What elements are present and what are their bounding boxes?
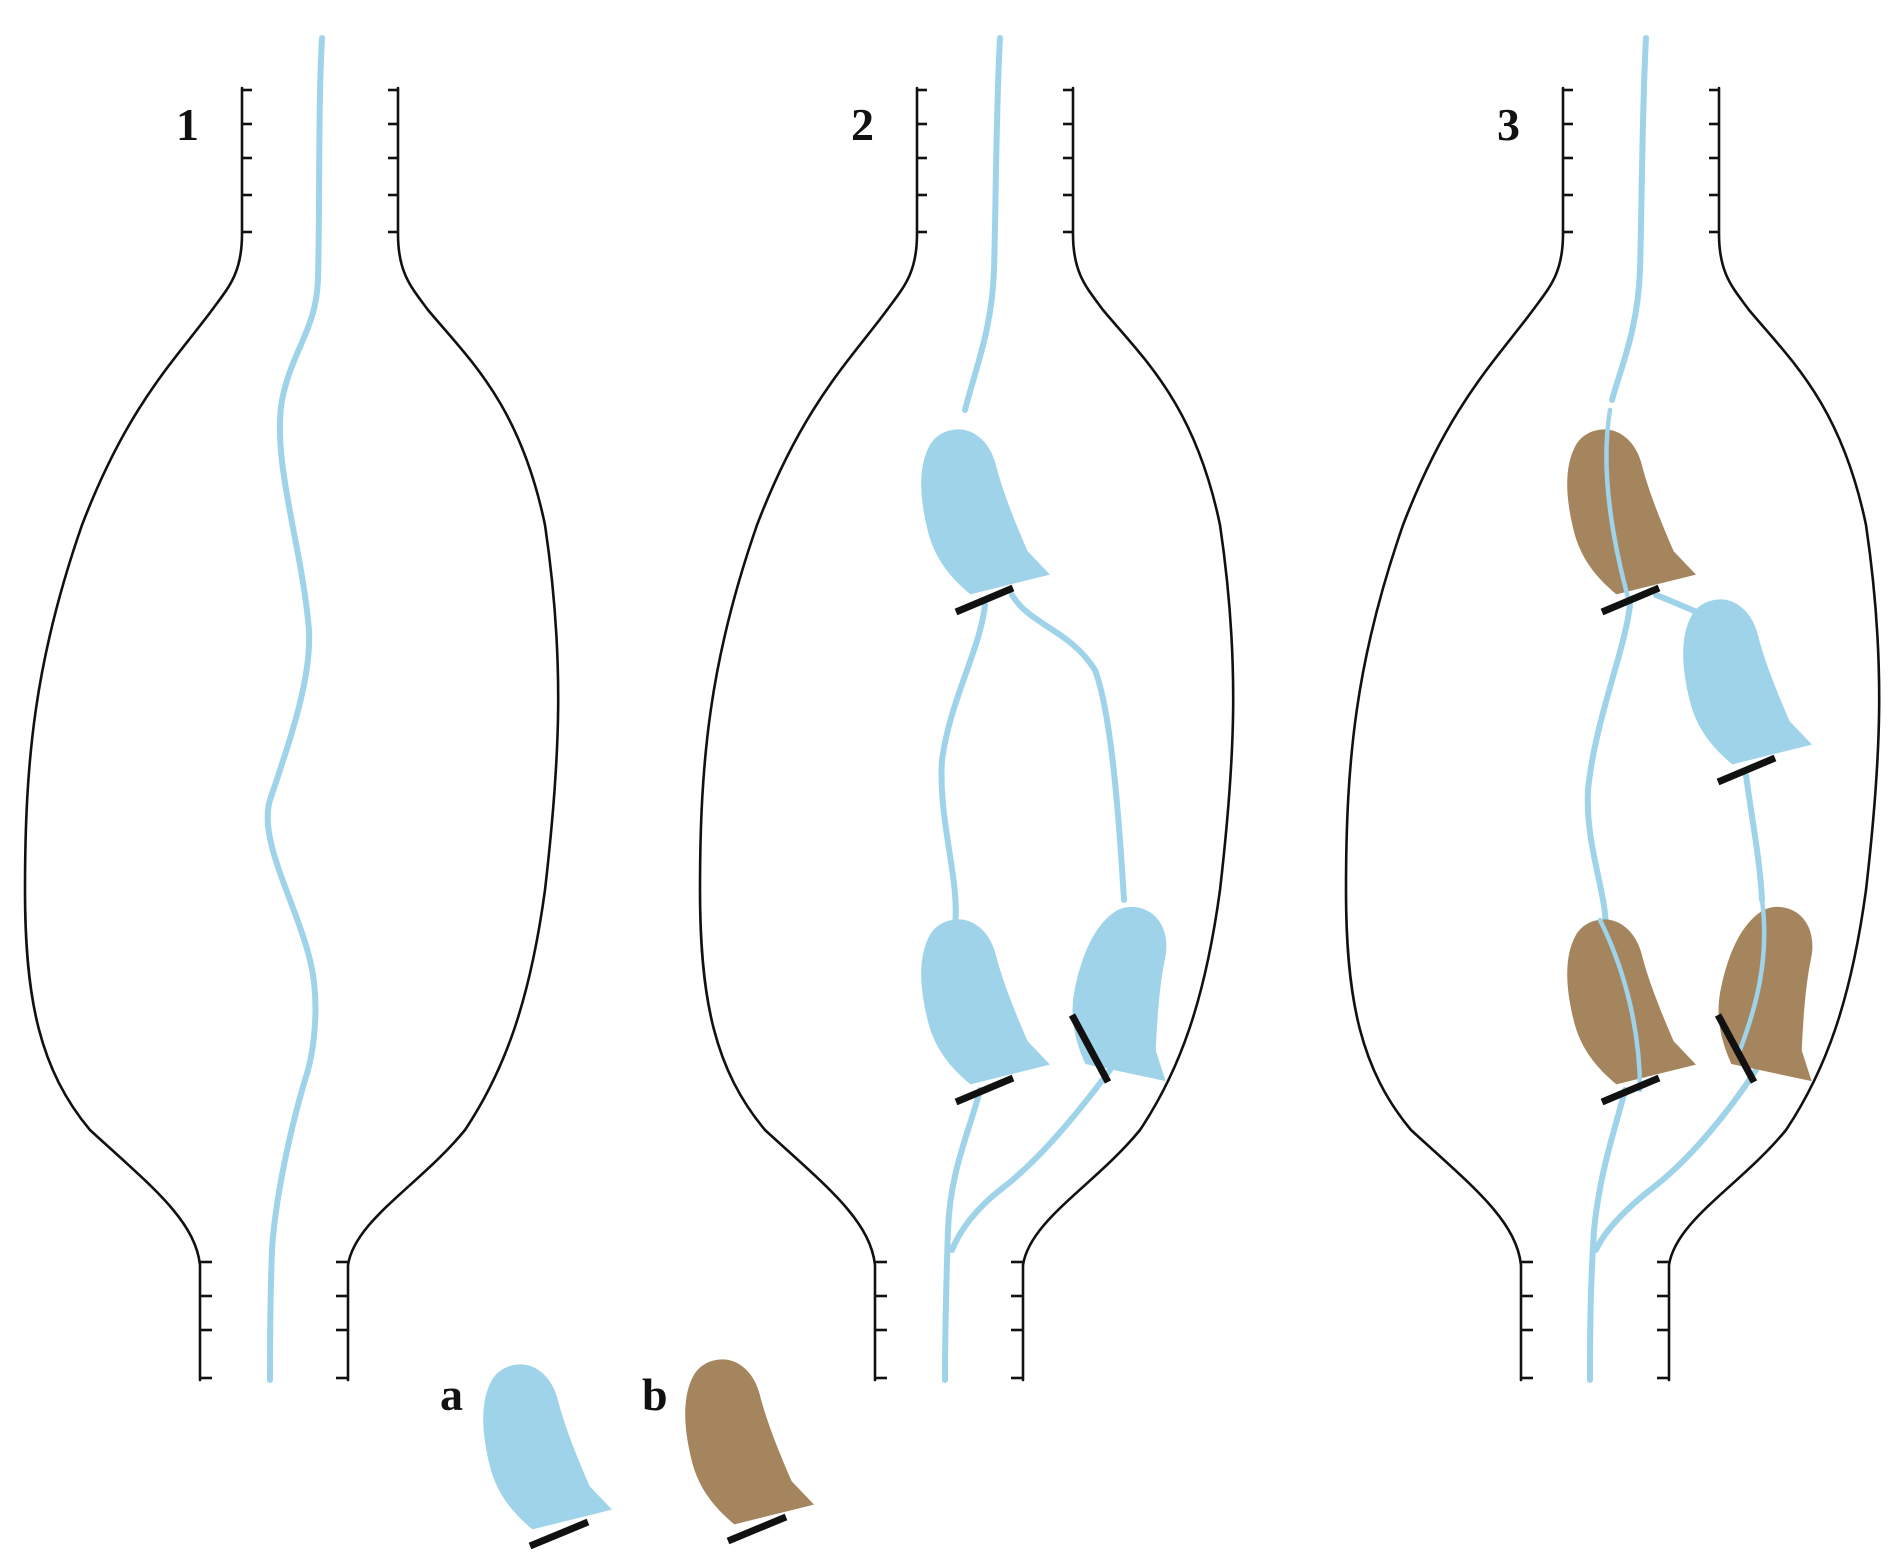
panel-3-type-b-element-lower-left	[1551, 905, 1696, 1091]
panel-3-branch-right-lower	[1743, 772, 1765, 903]
panel-1: 1	[23, 35, 560, 1383]
panel-2-elements	[905, 415, 1200, 1106]
legend-label-b: b	[642, 1369, 668, 1420]
panel-2-branch-right	[1009, 592, 1127, 903]
panel-2-fibers	[938, 35, 1127, 1383]
panel-3-lower-fiber-right	[1593, 1067, 1759, 1253]
panel-3-lower-fiber-left	[1587, 1087, 1628, 1383]
legend-cut-b	[726, 1513, 788, 1545]
panel-3-fiber-through-lower-right	[1737, 897, 1767, 1053]
panel-3-fiber-through-top	[1604, 407, 1633, 608]
panel-2-lower-fiber-left	[942, 1087, 983, 1383]
panel-3-branch-left	[1584, 602, 1633, 938]
panel-2-main-fiber	[962, 35, 1003, 413]
panel-3-cut-top	[1600, 584, 1661, 616]
legend-cut-a	[528, 1518, 590, 1550]
panel-3-main-fiber	[1609, 35, 1649, 403]
panel-3-type-a-element-right	[1667, 585, 1812, 771]
legend-swatch-b	[669, 1345, 814, 1531]
panel-3-elements	[1551, 407, 1846, 1106]
panel-2-lower-fiber-right	[949, 1067, 1113, 1253]
panel-2-cut-lower-right	[1068, 1013, 1112, 1084]
panel-3-fibers	[1584, 35, 1765, 1383]
panel-2-label: 2	[851, 99, 874, 150]
legend-label-a: a	[440, 1369, 463, 1420]
panel-2-branch-left	[938, 602, 988, 928]
panel-2-type-a-element-lower-right	[1059, 898, 1200, 1082]
legend-swatch-a	[467, 1350, 612, 1536]
panel-2-cut-top	[954, 584, 1015, 616]
panel-1-label: 1	[176, 99, 199, 150]
panel-2	[698, 86, 1235, 1382]
panel-3-cut-lower-left	[1600, 1074, 1661, 1106]
panel-2-cut-lower-left	[954, 1074, 1015, 1106]
panel-1-fiber	[264, 35, 325, 1383]
legend: a b	[440, 1345, 814, 1550]
panel-3-label: 3	[1497, 99, 1520, 150]
panel-2-type-a-element-top	[905, 415, 1050, 601]
panel-3-cut-lower-right	[1714, 1013, 1758, 1084]
panel-3-cut-right	[1716, 754, 1777, 786]
panel-2-type-a-element-lower-left	[905, 905, 1050, 1091]
panel-2-body-outline	[698, 86, 1235, 1382]
panel-3-type-b-element-lower-right	[1705, 898, 1846, 1082]
panel-3-fiber-through-lower-left	[1597, 917, 1643, 1093]
